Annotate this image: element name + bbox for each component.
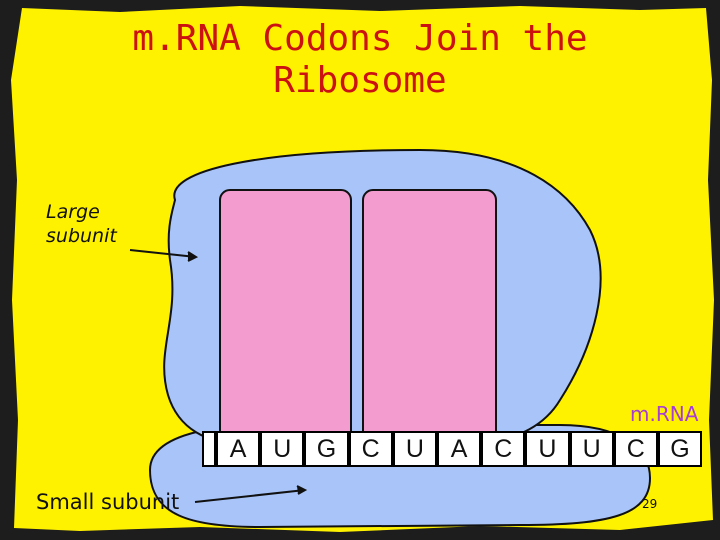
mrna-label: m.RNA xyxy=(630,402,699,426)
slide-title: m.RNA Codons Join the Ribosome xyxy=(132,18,588,101)
small-subunit-label: Small subunit xyxy=(36,490,180,514)
mrna-base: U xyxy=(571,433,616,465)
binding-site-left xyxy=(219,189,352,451)
large-subunit-label: Large subunit xyxy=(46,201,117,247)
mrna-base: C xyxy=(615,433,660,465)
page-number: 29 xyxy=(642,497,658,511)
mrna-strand-start xyxy=(204,433,218,465)
small-subunit-arrow xyxy=(194,485,308,503)
mrna-base: C xyxy=(483,433,528,465)
mrna-strand: A U G C U A C U U C G xyxy=(202,431,702,467)
mrna-base: G xyxy=(306,433,351,465)
mrna-base: A xyxy=(218,433,263,465)
mrna-base: A xyxy=(438,433,484,465)
mrna-base: C xyxy=(350,433,395,465)
mrna-base: U xyxy=(527,433,572,465)
mrna-base: U xyxy=(394,433,439,465)
mrna-base: G xyxy=(659,433,701,465)
large-subunit-arrow xyxy=(129,249,199,262)
mrna-base: U xyxy=(262,433,307,465)
binding-site-right xyxy=(362,189,497,451)
